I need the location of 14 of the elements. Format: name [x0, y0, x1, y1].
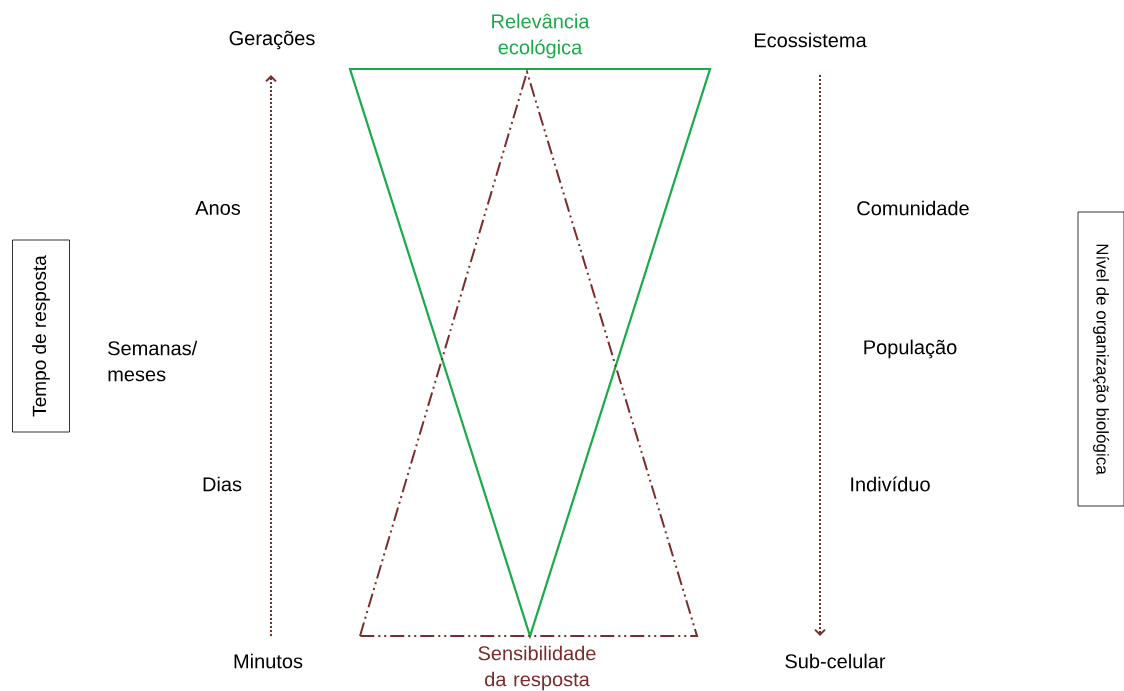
axis-label: Minutos: [234, 653, 303, 669]
axis-label: Ecossistema: [754, 32, 867, 48]
axis-label: Gerações: [229, 30, 315, 50]
axis-label: Sub-celular: [785, 653, 886, 669]
axis-label: População: [864, 339, 957, 359]
axis-label: Dias: [203, 476, 242, 492]
axis-label: Anos: [195, 201, 241, 215]
axis-title-box: Tempo de resposta: [12, 239, 70, 433]
axis-label: Semanas/ meses: [108, 340, 198, 382]
triangle-label: Relevância ecológica: [492, 13, 590, 59]
axis-label: Indivíduo: [851, 476, 930, 492]
triangle-label: Sensibilidade da resposta: [478, 645, 596, 691]
axis-title-box: Nível de organização biológica: [1077, 211, 1124, 507]
axis-label: Comunidade: [857, 200, 969, 216]
